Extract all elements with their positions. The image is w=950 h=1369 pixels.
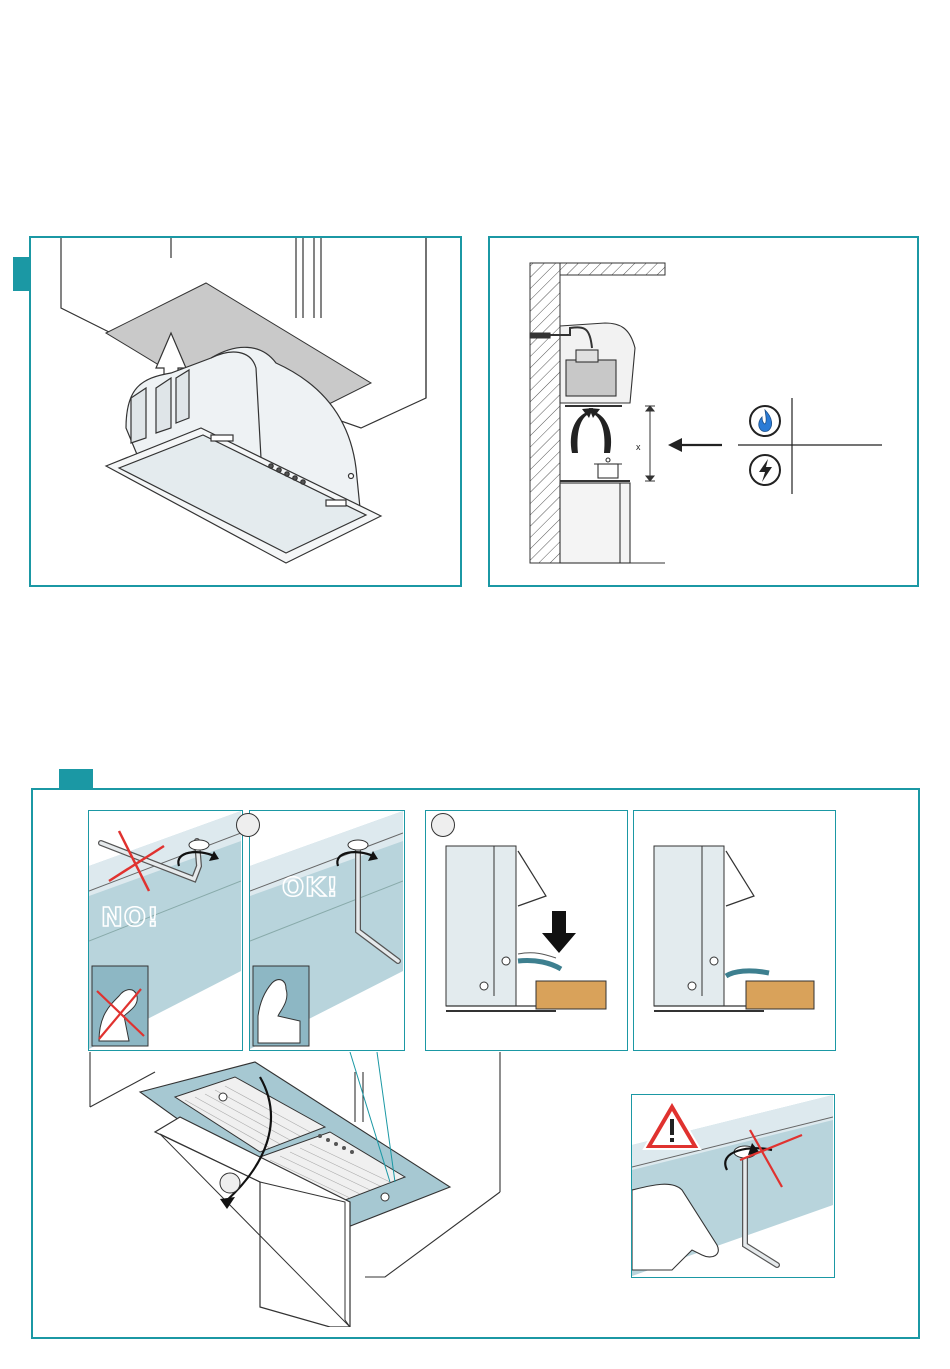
warning-panel [631, 1094, 835, 1278]
ventilation-panel: x [488, 236, 919, 587]
warning-triangle-icon [644, 1101, 700, 1149]
ventilation-diagram: x [490, 238, 917, 585]
hood-install-panel [29, 236, 462, 587]
ok-label: OK! [282, 873, 339, 903]
hood-filter-illustration [85, 1052, 505, 1327]
no-label: NO! [101, 903, 160, 933]
weak-arm-inset [92, 966, 148, 1046]
pointing-arrow [668, 438, 722, 452]
distance-x-label: x [636, 442, 641, 452]
clip-press-panel [425, 810, 628, 1051]
correct-tighten-panel: OK! [249, 810, 405, 1051]
step-circle-1 [236, 813, 260, 837]
press-down-arrow [542, 911, 576, 953]
strong-arm-inset [253, 966, 309, 1046]
gas-flame-icon [750, 406, 780, 436]
electric-bolt-icon [750, 455, 780, 485]
hood-install-illustration [31, 238, 460, 585]
clip-locked-panel [633, 810, 836, 1051]
step-circle-2 [431, 813, 455, 837]
wrong-tighten-panel: NO! [88, 810, 243, 1051]
airflow-arrows [571, 408, 611, 453]
